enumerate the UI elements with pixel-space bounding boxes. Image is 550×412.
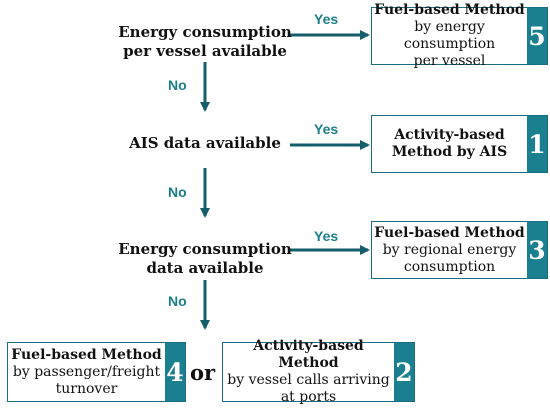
- method-box-4: Fuel-based Method by passenger/freight t…: [7, 342, 186, 402]
- method-box-4-desc1: by passenger/freight: [12, 363, 161, 380]
- decision-ais-data: AIS data available: [100, 134, 310, 153]
- method-box-5-title: Fuel-based Method: [374, 2, 525, 18]
- method-box-2: Activity-based Method by vessel calls ar…: [222, 338, 415, 405]
- decision-1-line2: per vessel available: [123, 42, 287, 60]
- method-box-1: Activity-based Method by AIS 1: [371, 115, 548, 173]
- no-label-1: No: [168, 77, 187, 93]
- yes-label-1: Yes: [314, 11, 339, 27]
- method-box-3-text: Fuel-based Method by regional energy con…: [372, 222, 527, 278]
- method-box-3-desc1: by regional energy: [382, 241, 517, 258]
- method-box-2-title: Activity-based Method: [253, 338, 364, 371]
- method-box-5-desc1: by energy consumption: [403, 19, 496, 52]
- method-box-2-desc2: at ports: [280, 389, 337, 405]
- method-box-5-desc2: per vessel: [413, 53, 486, 69]
- no-label-3: No: [168, 293, 187, 309]
- method-box-3-desc2: consumption: [403, 258, 496, 275]
- decision-energy-data: Energy consumption data available: [100, 240, 310, 278]
- method-box-2-text: Activity-based Method by vessel calls ar…: [223, 338, 394, 405]
- method-box-1-number: 1: [527, 116, 547, 172]
- decision-1-line1: Energy consumption: [118, 23, 292, 41]
- method-box-2-number: 2: [394, 343, 414, 401]
- method-box-4-number: 4: [165, 343, 185, 401]
- method-box-1-title: Activity-based: [394, 127, 505, 143]
- method-box-3-number: 3: [527, 222, 547, 278]
- method-box-3-title: Fuel-based Method: [374, 224, 525, 241]
- method-box-4-desc2: turnover: [55, 380, 118, 397]
- decision-energy-per-vessel: Energy consumption per vessel available: [100, 23, 310, 61]
- decision-2-line1: AIS data available: [129, 134, 281, 152]
- method-box-3: Fuel-based Method by regional energy con…: [371, 221, 548, 279]
- decision-3-line1: Energy consumption: [118, 240, 292, 258]
- decision-3-line2: data available: [146, 259, 264, 277]
- method-box-4-text: Fuel-based Method by passenger/freight t…: [8, 343, 165, 401]
- yes-label-2: Yes: [314, 121, 339, 137]
- method-box-5-number: 5: [527, 8, 547, 64]
- method-box-4-title: Fuel-based Method: [11, 346, 162, 363]
- method-box-2-desc1: by vessel calls arriving: [227, 372, 390, 388]
- or-connector: or: [190, 360, 216, 385]
- yes-label-3: Yes: [314, 228, 339, 244]
- method-box-5: Fuel-based Method by energy consumption …: [371, 2, 548, 69]
- method-box-1-text: Activity-based Method by AIS: [372, 116, 527, 172]
- method-box-5-text: Fuel-based Method by energy consumption …: [372, 2, 527, 69]
- no-label-2: No: [168, 184, 187, 200]
- method-box-1-desc1: Method by AIS: [391, 144, 508, 160]
